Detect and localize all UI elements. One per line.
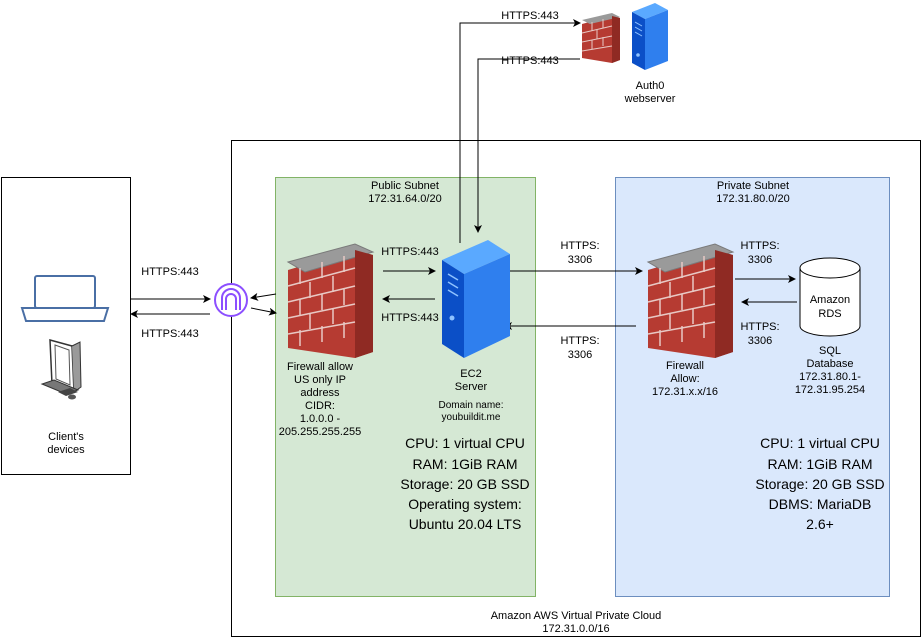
firewall-public-label-2: US only IP	[294, 374, 346, 386]
ec2-spec-ram: RAM: 1GiB RAM	[412, 456, 518, 472]
firewall-public-label-6: 205.255.255.255	[278, 426, 362, 438]
firewall-private-label-2: Allow:	[670, 373, 700, 385]
public-subnet-cidr: 172.31.64.0/20	[368, 193, 442, 205]
ec2-to-private-label-line1: HTTPS:	[560, 240, 600, 252]
rds-spec-storage: Storage: 20 GB SSD	[755, 476, 885, 492]
rds-spec-dbms: DBMS: MariaDB	[768, 496, 872, 512]
vpc-title: Amazon AWS Virtual Private Cloud	[490, 610, 662, 622]
ec2-spec-cpu: CPU: 1 virtual CPU	[405, 435, 525, 451]
rds-icon-label-1: Amazon	[809, 294, 851, 306]
rds-to-fw-label-line2: 3306	[747, 335, 773, 347]
client-devices-box	[1, 177, 131, 475]
rds-spec-cpu: CPU: 1 virtual CPU	[760, 435, 880, 451]
ec2-spec-storage: Storage: 20 GB SSD	[400, 476, 530, 492]
ec2-spec-os: Operating system:	[408, 496, 522, 512]
ec2-domain-label: Domain name:	[438, 400, 504, 411]
rds-label-4: 172.31.95.254	[794, 384, 866, 396]
client-out-label: HTTPS:443	[141, 328, 199, 340]
firewall-private-label-1: Firewall	[666, 360, 704, 372]
public-subnet-title: Public Subnet	[371, 180, 439, 192]
rds-to-fw-label-line1: HTTPS:	[740, 321, 780, 333]
firewall-public-label-1: Firewall allow	[286, 361, 354, 373]
firewall-public-label-5: 1.0.0.0 -	[299, 413, 341, 425]
vpc-cidr: 172.31.0.0/16	[542, 623, 610, 635]
fw-to-rds-label-line2: 3306	[747, 254, 773, 266]
ec2-domain: youbuildit.me	[441, 412, 501, 423]
router-to-firewall-arrow	[250, 307, 277, 316]
rds-label-1: SQL	[818, 345, 841, 357]
auth0-label-line1: Auth0	[635, 80, 665, 92]
client-in-label: HTTPS:443	[141, 266, 199, 278]
rds-label-2: Database	[806, 358, 854, 370]
rds-label-3: 172.31.80.1-	[799, 371, 861, 383]
private-subnet-title: Private Subnet	[716, 180, 790, 192]
private-subnet-box	[615, 177, 890, 597]
auth-in-label: HTTPS:443	[501, 55, 559, 67]
firewall-public-label-3: address	[300, 387, 340, 399]
client-label-line1: Client's	[48, 431, 84, 443]
auth0-label-line2: webserver	[624, 93, 676, 105]
firewall-public-label-4: CIDR:	[305, 400, 335, 412]
private-to-ec2-label-line1: HTTPS:	[560, 335, 600, 347]
rds-spec-ram: RAM: 1GiB RAM	[767, 456, 873, 472]
rds-spec-version: 2.6+	[806, 516, 834, 532]
ec2-to-auth0-arrow	[459, 19, 581, 243]
ec2-spec-os-value: Ubuntu 20.04 LTS	[408, 516, 522, 532]
auth0-to-ec2-arrow	[474, 58, 580, 233]
ec2-to-fw-label: HTTPS:443	[381, 312, 439, 324]
firewall-private-label-3: 172.31.x.x/16	[651, 386, 719, 398]
firewall-to-router-arrow	[250, 292, 277, 301]
ec2-label-line1: EC2	[460, 368, 482, 380]
auth-out-label: HTTPS:443	[501, 10, 559, 22]
ec2-to-private-label-line2: 3306	[567, 254, 593, 266]
private-subnet-cidr: 172.31.80.0/20	[716, 193, 790, 205]
rds-icon-label-2: RDS	[818, 308, 842, 320]
fw-to-ec2-label: HTTPS:443	[381, 246, 439, 258]
private-to-ec2-label-line2: 3306	[567, 349, 593, 361]
client-label-line2: devices	[47, 444, 85, 456]
ec2-label-line2: Server	[454, 381, 488, 393]
fw-to-rds-label-line1: HTTPS:	[740, 240, 780, 252]
